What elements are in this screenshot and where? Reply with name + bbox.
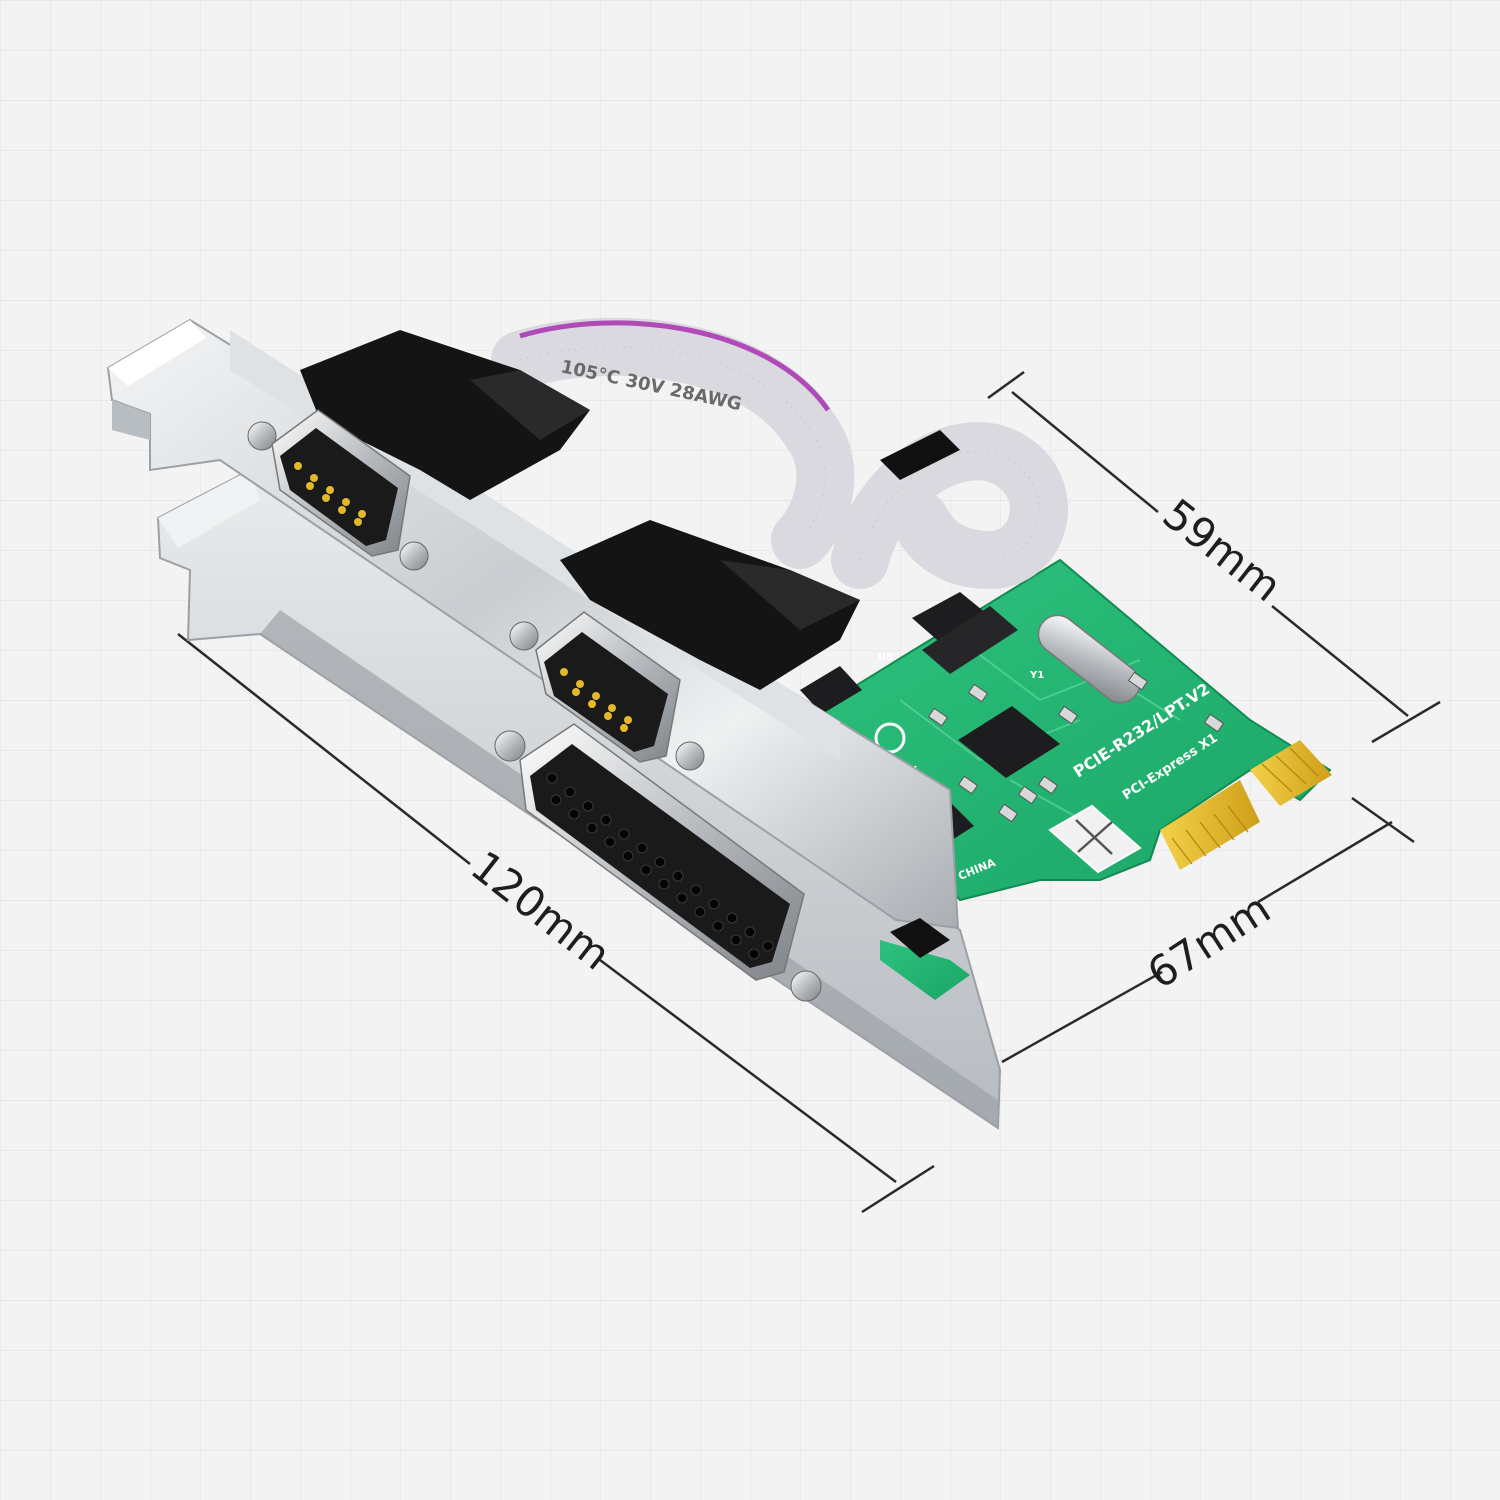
gold-fingers-right <box>1250 740 1332 806</box>
io-chip-top <box>912 592 992 646</box>
component-label-u5: U5 <box>878 652 893 663</box>
connector-housing-lower <box>560 520 860 690</box>
bracket-clip <box>890 918 950 958</box>
dimension-label-59mm: 59mm <box>1154 489 1291 611</box>
dimension-label-67mm: 67mm <box>1139 884 1279 999</box>
standoff-screw <box>399 541 429 571</box>
driver-chip <box>800 666 862 714</box>
pin-header <box>880 430 960 480</box>
standoff-screw <box>790 970 822 1002</box>
serial-controller-chip <box>958 706 1060 778</box>
gold-fingers-left <box>1160 780 1260 870</box>
standoff-screw <box>675 741 705 771</box>
standoff-screw <box>509 621 539 651</box>
standoff-screw <box>247 421 277 451</box>
dimension-lines <box>177 370 1441 1214</box>
serial-port-1 <box>247 409 429 571</box>
parallel-port <box>494 723 822 1002</box>
connector-housing-upper <box>300 330 590 500</box>
component-label-y1: Y1 <box>1029 670 1044 681</box>
io-chip-right <box>922 606 1018 674</box>
ribbon-cable: 105°C 30V 28AWG <box>491 317 1068 590</box>
crystal-oscillator <box>1037 614 1141 704</box>
standoff-screw <box>494 730 526 762</box>
serial-port-2 <box>509 611 705 771</box>
